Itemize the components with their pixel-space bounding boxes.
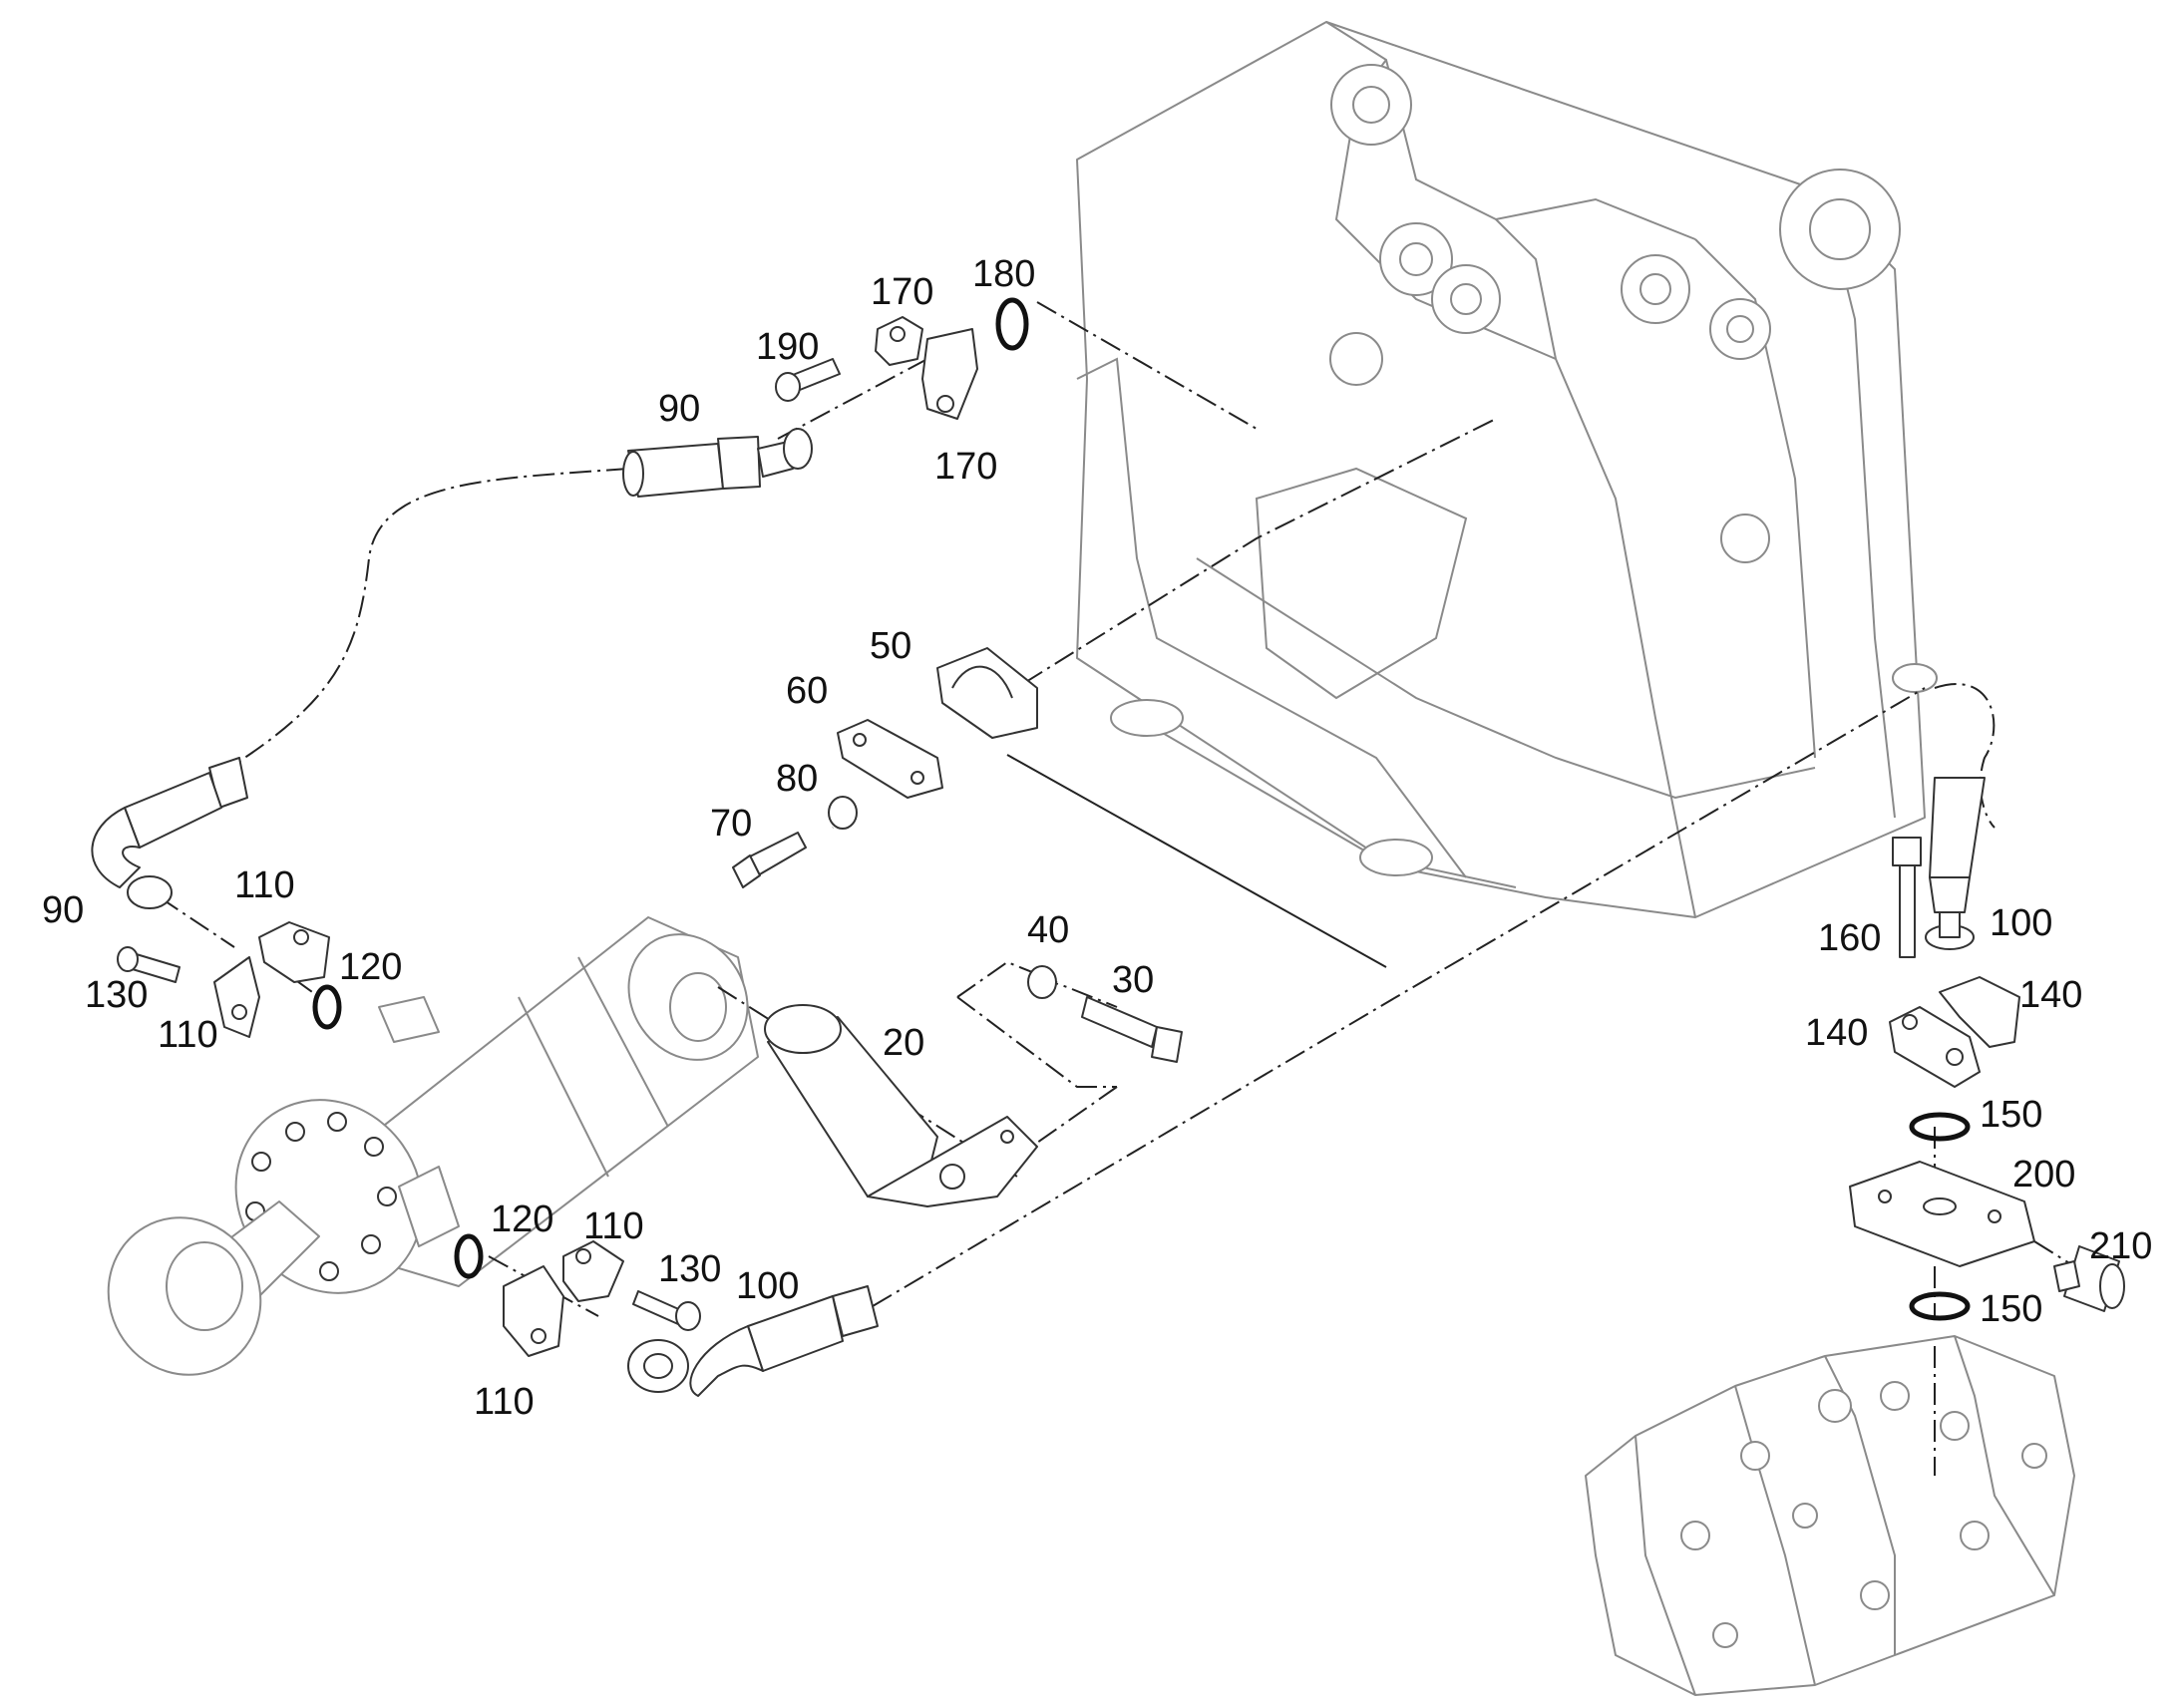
hose-100-lower [627, 1285, 879, 1397]
oring-180 [995, 297, 1029, 351]
control-valve-block [1585, 1335, 2075, 1696]
callout-90-lower: 90 [42, 889, 84, 931]
bolt-70 [732, 832, 807, 888]
callout-170-lower: 170 [934, 446, 997, 488]
plate-60 [837, 719, 943, 799]
callout-40: 40 [1027, 909, 1069, 951]
callout-210: 210 [2089, 1225, 2152, 1267]
hose-90-lower [91, 757, 248, 909]
callout-150-upper: 150 [1980, 1094, 2042, 1136]
callout-130-left: 130 [85, 974, 148, 1016]
callout-80: 80 [776, 758, 818, 800]
oring-150-lower [1909, 1291, 1971, 1321]
block-200 [1849, 1161, 2035, 1267]
callout-110-b: 110 [158, 1014, 218, 1056]
hose-100-right [1925, 777, 1986, 950]
flange-110-lower [503, 1240, 624, 1357]
bolt-190 [775, 358, 841, 402]
flange-140 [1889, 976, 2020, 1088]
flange-110-left [213, 921, 330, 1038]
hydraulic-cylinder [107, 916, 759, 1376]
bolt-160 [1892, 837, 1922, 958]
callout-130-lower: 130 [658, 1248, 721, 1290]
pin-20 [764, 1004, 1038, 1207]
callout-110-c: 110 [583, 1205, 644, 1247]
callout-170-upper: 170 [871, 271, 933, 313]
sensor-210 [2053, 1245, 2125, 1312]
callout-30: 30 [1112, 959, 1154, 1001]
callout-140-left: 140 [1805, 1012, 1868, 1054]
hose-90-upper [622, 428, 813, 498]
oring-120-left [312, 984, 342, 1030]
callout-200: 200 [2012, 1154, 2075, 1196]
callout-70: 70 [710, 803, 752, 845]
callout-180: 180 [972, 253, 1035, 295]
bolt-130-lower [632, 1290, 701, 1331]
main-frame [1076, 21, 1938, 918]
washer-80 [828, 796, 858, 830]
callout-100-lower: 100 [736, 1265, 799, 1307]
callout-120-lower: 120 [491, 1198, 553, 1240]
callout-60: 60 [786, 670, 828, 712]
oring-120-lower [454, 1233, 484, 1279]
callout-150-lower: 150 [1980, 1288, 2042, 1330]
callout-160: 160 [1818, 917, 1881, 959]
callout-110-d: 110 [474, 1381, 535, 1423]
callout-140-right: 140 [2019, 974, 2082, 1016]
callout-100-right: 100 [1990, 902, 2052, 944]
bolt-30 [1081, 996, 1183, 1063]
callout-120-left: 120 [339, 946, 402, 988]
callout-90-upper: 90 [658, 388, 700, 430]
oring-150-upper [1909, 1112, 1971, 1142]
callout-50: 50 [870, 625, 911, 667]
flange-170-upper [875, 316, 978, 420]
clamp-50 [936, 647, 1038, 739]
bolt-130-left [117, 946, 181, 983]
callout-110-a: 110 [234, 864, 295, 906]
washer-40 [1027, 965, 1057, 999]
callout-20: 20 [883, 1022, 924, 1064]
callout-labels: 20 30 40 50 60 70 80 90 90 100 100 110 1… [42, 253, 2152, 1423]
callout-190: 190 [756, 326, 819, 368]
